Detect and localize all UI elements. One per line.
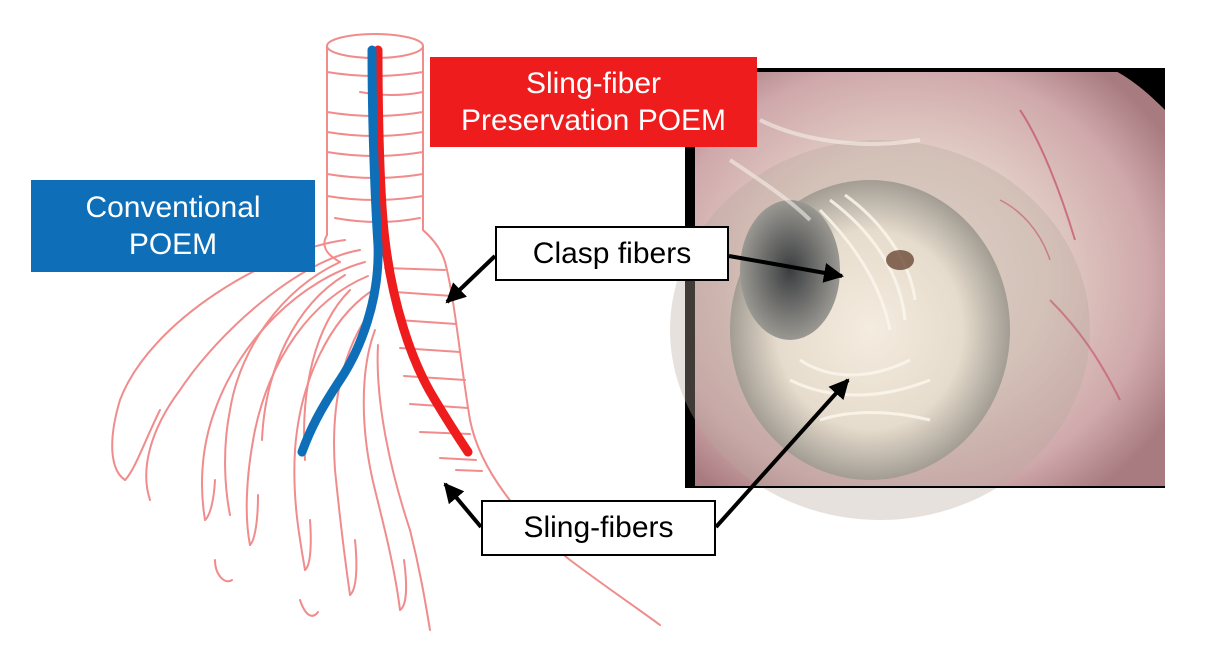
esophagus-outline	[111, 33, 661, 631]
sling-arrow-left	[443, 482, 483, 529]
sling-fibers-label: Sling-fibers	[481, 500, 716, 556]
clasp-fibers-text: Clasp fibers	[532, 236, 692, 270]
endoscopic-photo	[670, 68, 1165, 520]
sling-preservation-line2: Preservation POEM	[460, 104, 727, 137]
conventional-line	[297, 45, 383, 457]
sling-preservation-label: Sling-fiber Preservation POEM	[430, 57, 757, 147]
arrow-icon	[443, 254, 850, 529]
sling-preservation-line	[373, 45, 473, 457]
conventional-poem-label: Conventional POEM	[31, 180, 315, 272]
conventional-line1: Conventional	[85, 190, 261, 224]
clasp-arrow-left	[445, 254, 497, 304]
sling-arrow-right	[714, 378, 850, 529]
sling-fibers-text: Sling-fibers	[523, 511, 674, 545]
clasp-fibers-label: Clasp fibers	[495, 226, 729, 281]
sling-preservation-line1: Sling-fiber	[525, 66, 662, 100]
conventional-line2: POEM	[128, 228, 218, 261]
clasp-arrow-right	[728, 254, 844, 283]
